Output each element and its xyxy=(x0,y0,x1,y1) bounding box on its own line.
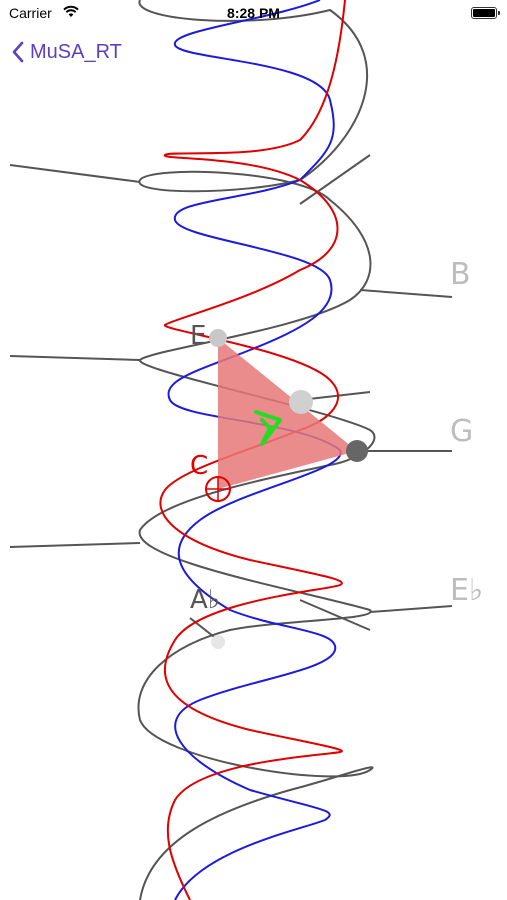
back-button[interactable]: MuSA_RT xyxy=(12,38,122,66)
pitch-node-d xyxy=(289,390,313,414)
wifi-icon xyxy=(62,4,80,21)
pitch-label-c: C xyxy=(190,451,208,481)
pitch-label-ab: A♭ xyxy=(190,585,220,615)
carrier-label: Carrier xyxy=(9,5,52,21)
center-of-effect-icon xyxy=(254,410,282,446)
pitch-node-ab xyxy=(211,635,225,649)
status-bar: Carrier 8:28 PM xyxy=(0,0,507,28)
chevron-left-icon xyxy=(12,41,24,63)
key-label-g: G xyxy=(450,414,473,449)
pitch-label-e: E xyxy=(190,321,206,351)
clock: 8:28 PM xyxy=(227,5,280,21)
pitch-helix xyxy=(137,0,376,900)
battery-icon xyxy=(471,7,500,19)
key-label-b: B xyxy=(450,257,471,292)
pitch-node-g xyxy=(346,440,368,462)
pitch-node-e xyxy=(209,329,227,347)
chord-triangle xyxy=(218,338,357,489)
back-label: MuSA_RT xyxy=(30,40,122,63)
key-label-eb: E♭ xyxy=(450,573,483,608)
